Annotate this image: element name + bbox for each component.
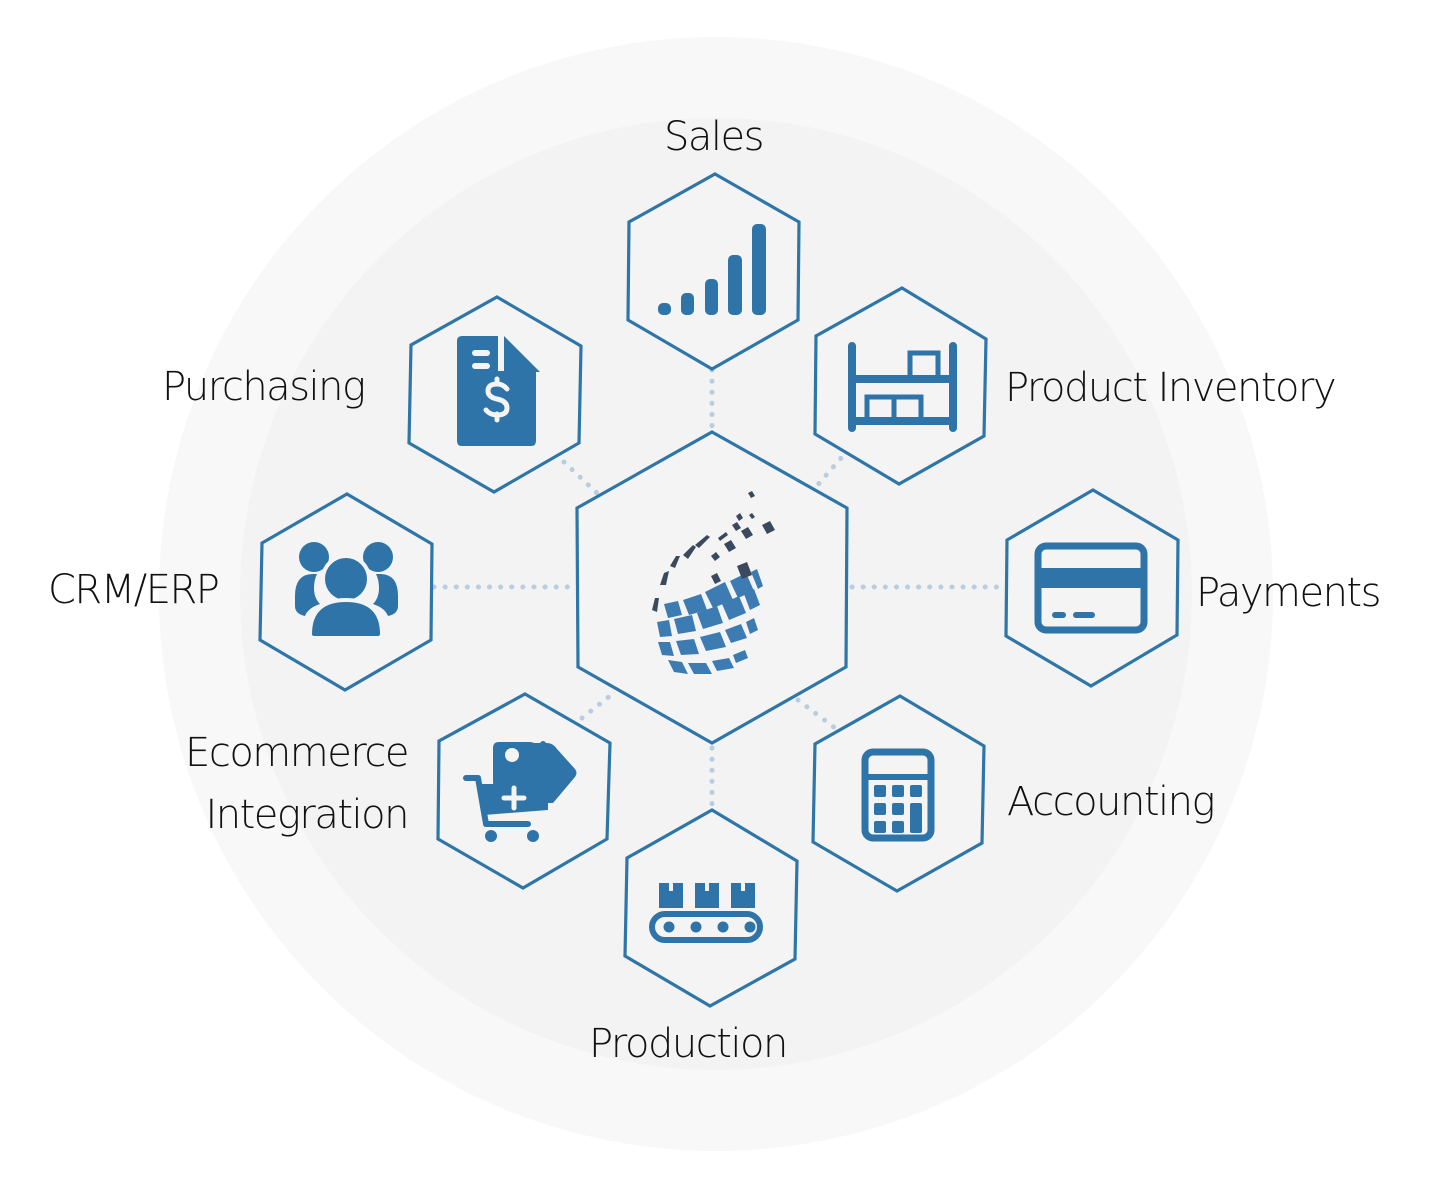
warehouse-shelf-icon <box>848 342 957 432</box>
cart-tags-icon <box>463 741 577 842</box>
connector-purchasing <box>561 459 601 497</box>
module-product-inventory[interactable] <box>813 286 988 486</box>
inventory-hexagon <box>813 286 988 486</box>
label-accounting: Accounting <box>1007 779 1215 825</box>
label-purchasing: Purchasing <box>162 364 366 410</box>
label-payments: Payments <box>1196 570 1381 616</box>
module-sales[interactable] <box>626 172 801 371</box>
connector-inventory <box>812 447 851 491</box>
conveyor-belt-icon <box>649 883 763 943</box>
connector-ecommerce <box>579 689 618 721</box>
globe-logo-icon <box>652 491 775 674</box>
sales-hexagon <box>626 172 801 371</box>
bar-chart-icon <box>658 224 766 315</box>
module-crm-erp[interactable] <box>258 492 434 692</box>
label-production: Production <box>589 1021 788 1067</box>
module-ecommerce-integration[interactable] <box>436 692 612 890</box>
label-ecommerce-integration: Ecommerce Integration <box>185 722 409 846</box>
center-hub[interactable] <box>575 430 849 745</box>
label-crm-erp: CRM/ERP <box>48 567 220 613</box>
invoice-dollar-icon <box>457 336 540 446</box>
label-ecommerce-line2: Integration <box>205 792 409 838</box>
connectors <box>431 367 1005 865</box>
credit-card-icon <box>1034 542 1148 634</box>
module-payments[interactable] <box>1004 488 1180 688</box>
users-group-icon <box>295 542 398 640</box>
calculator-icon <box>861 748 935 842</box>
center-hexagon <box>575 430 849 745</box>
connector-accounting <box>795 697 838 731</box>
label-ecommerce-line1: Ecommerce <box>185 730 409 776</box>
label-sales: Sales <box>664 114 764 160</box>
module-production[interactable] <box>623 808 799 1008</box>
module-purchasing[interactable] <box>407 295 583 494</box>
module-accounting[interactable] <box>811 694 986 893</box>
label-product-inventory: Product Inventory <box>1005 365 1337 411</box>
